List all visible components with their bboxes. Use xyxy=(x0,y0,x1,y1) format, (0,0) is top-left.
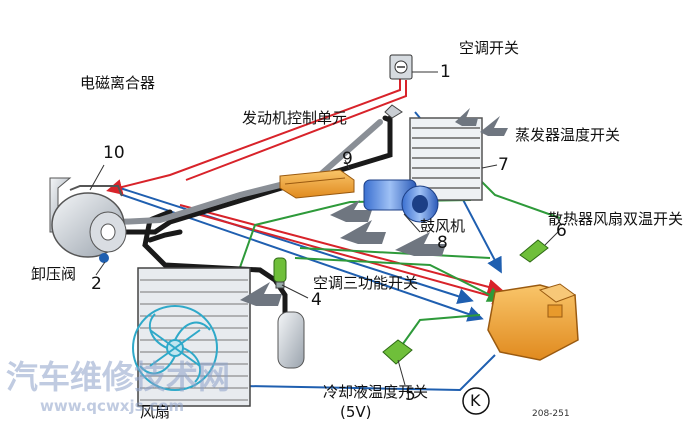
red-wires xyxy=(106,78,509,305)
airflow-arrows xyxy=(240,108,508,306)
coolant-temp-switch-icon xyxy=(382,339,413,365)
ac-three-function-switch-icon xyxy=(273,257,287,289)
leader-lines xyxy=(89,71,559,386)
number-4: 4 xyxy=(311,290,322,310)
number-7: 7 xyxy=(498,155,509,175)
watermark-url: www.qcwxjs.com xyxy=(40,397,185,415)
low-pressure-pipe xyxy=(115,119,383,225)
number-9: 9 xyxy=(342,149,353,169)
condenser-icon xyxy=(137,267,251,407)
label-ac-switch: 空调开关 xyxy=(459,39,520,57)
label-ac-three-function-switch: 空调三功能开关 xyxy=(313,274,419,292)
ac-switch-icon xyxy=(389,54,413,80)
label-figure-id: 208-251 xyxy=(532,409,570,419)
number-6: 6 xyxy=(556,221,567,241)
label-blower: 鼓风机 xyxy=(420,217,466,235)
number-8: 8 xyxy=(437,233,448,253)
number-2: 2 xyxy=(91,274,102,294)
label-fan: 风扇 xyxy=(140,403,171,421)
label-voltage: (5V) xyxy=(340,403,372,421)
label-coolant-temp-switch: 冷却液温度开关 xyxy=(323,383,429,401)
compressor-icon xyxy=(49,177,127,263)
number-1: 1 xyxy=(440,62,451,82)
number-5: 5 xyxy=(405,385,416,405)
watermark-text: 汽车维修技术网 xyxy=(6,358,231,396)
relay-k-symbol xyxy=(462,387,490,415)
control-module-icon xyxy=(487,283,579,361)
label-fan-dual-temp-switch: 散热器风扇双温开关 xyxy=(548,210,684,228)
fan-dual-temp-switch-icon xyxy=(519,239,549,263)
label-k-symbol: K xyxy=(470,391,481,410)
fan-icon xyxy=(132,305,218,391)
label-relief-valve: 卸压阀 xyxy=(31,265,77,283)
engine-control-unit-icon xyxy=(279,169,355,199)
number-10: 10 xyxy=(103,143,125,163)
receiver-drier-icon xyxy=(277,311,305,369)
label-engine-control-unit: 发动机控制单元 xyxy=(242,109,348,127)
label-magnetic-clutch: 电磁离合器 xyxy=(80,74,156,92)
label-evaporator-temp-switch: 蒸发器温度开关 xyxy=(515,126,621,144)
blower-icon xyxy=(363,179,439,223)
